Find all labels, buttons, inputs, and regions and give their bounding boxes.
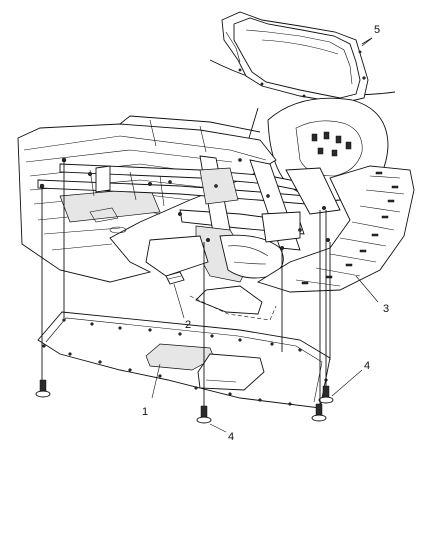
fastener-left [35, 379, 51, 398]
skid-plate-1 [37, 311, 331, 409]
leader-lines [151, 37, 379, 433]
callout-4-center: 4 [228, 431, 234, 443]
fastener-right-2 [318, 385, 334, 404]
fastener-center [196, 405, 212, 424]
bracket-2 [165, 271, 185, 285]
frame-crossmember [37, 155, 341, 283]
callout-3: 3 [383, 303, 389, 315]
callout-2: 2 [185, 319, 191, 331]
fastener-right-1 [311, 403, 327, 422]
callout-4-right: 4 [364, 360, 370, 372]
seal-detail-inset [209, 11, 396, 104]
callout-5: 5 [374, 24, 380, 36]
alignment-lines [41, 160, 331, 406]
callout-1: 1 [142, 406, 148, 418]
